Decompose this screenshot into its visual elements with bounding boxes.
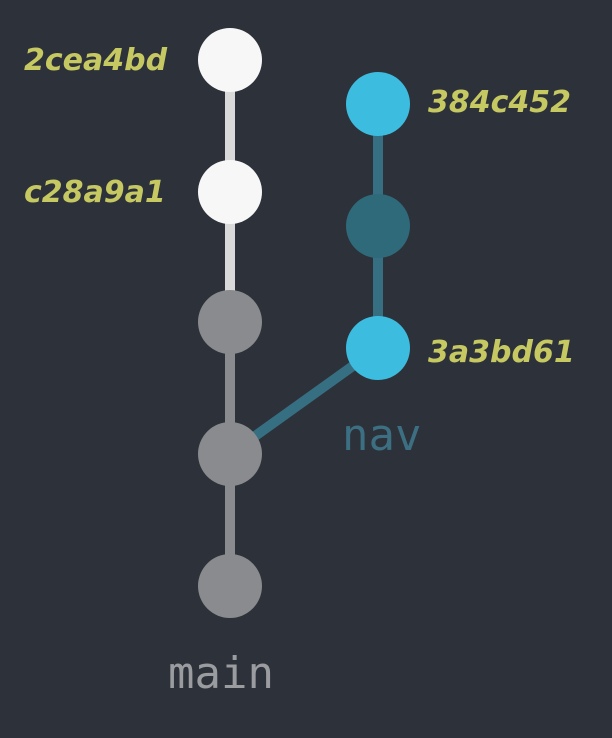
commit-hash-label: 2cea4bd <box>24 43 168 78</box>
commit-node-2cea4bd[interactable] <box>198 28 262 92</box>
commit-node-384c452[interactable] <box>346 72 410 136</box>
commit-node-nav-middle[interactable] <box>346 194 410 258</box>
commit-node-main-fork[interactable] <box>198 422 262 486</box>
commit-hash-label: c28a9a1 <box>24 175 166 210</box>
commit-node-main-root[interactable] <box>198 554 262 618</box>
commit-node-main-3[interactable] <box>198 290 262 354</box>
branch-label-nav: nav <box>342 410 422 461</box>
commit-node-3a3bd61[interactable] <box>346 316 410 380</box>
commit-hash-label: 384c452 <box>428 85 572 120</box>
commit-hash-label: 3a3bd61 <box>428 335 575 370</box>
branch-label-main: main <box>168 648 274 699</box>
commit-node-c28a9a1[interactable] <box>198 160 262 224</box>
